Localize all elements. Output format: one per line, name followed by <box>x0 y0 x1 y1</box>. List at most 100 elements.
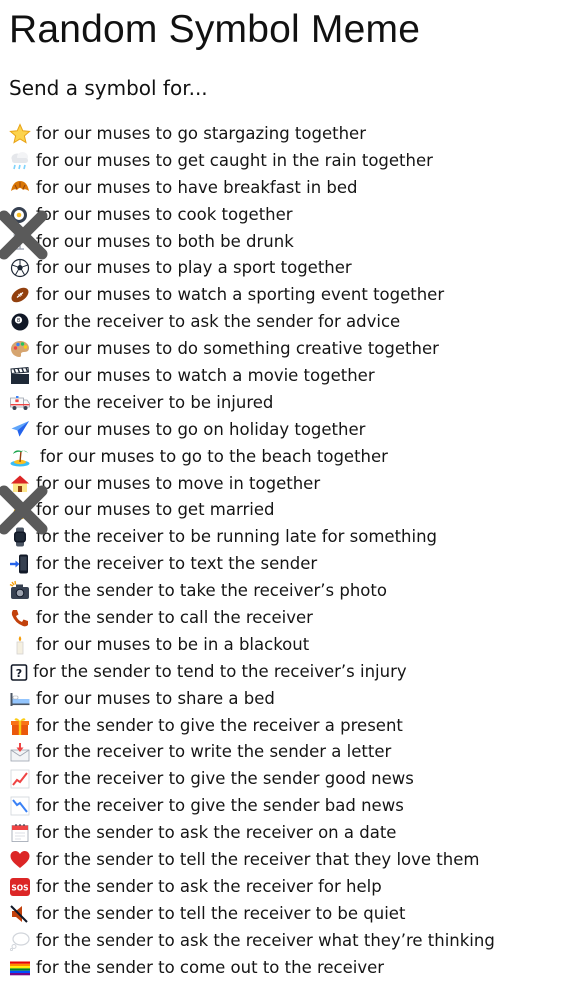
item-text: for the sender to tell the receiver that… <box>36 850 480 870</box>
list-item: for our muses to play a sport together <box>0 254 570 281</box>
croissant-icon <box>9 177 31 199</box>
calendar-icon <box>9 822 31 844</box>
item-text: for the receiver to text the sender <box>36 554 318 574</box>
telephone-icon <box>9 607 31 629</box>
eight-ball-icon: 8 <box>9 311 31 333</box>
list-item: for our muses to move in together <box>0 470 570 497</box>
question-box-icon: ? <box>9 661 31 683</box>
item-text: for our muses to both be drunk <box>36 231 294 251</box>
list-item: for our muses to do something creative t… <box>0 335 570 362</box>
watch-icon <box>9 526 31 548</box>
item-text: for the sender to ask the receiver on a … <box>36 823 397 843</box>
list-item: for the sender to call the receiver <box>0 604 570 631</box>
drink-icon <box>9 231 31 253</box>
item-text: for our muses to go to the beach togethe… <box>40 446 388 466</box>
item-text: for our muses to get caught in the rain … <box>36 150 433 170</box>
sos-icon-label: SOS <box>11 883 28 892</box>
list-item: for our muses to get caught in the rain … <box>0 147 570 174</box>
item-text: for our muses to go on holiday together <box>36 419 366 439</box>
item-text: for the sender to ask the receiver for h… <box>36 876 382 896</box>
item-text: for the receiver to be running late for … <box>36 527 438 547</box>
list-item: for our muses to cook together <box>0 201 570 228</box>
list-item: for our muses to watch a sporting event … <box>0 281 570 308</box>
thought-bubble-icon <box>9 930 31 952</box>
list-item: for the receiver to be running late for … <box>0 523 570 550</box>
phone-arrow-icon <box>9 553 31 575</box>
item-text: for the sender to give the receiver a pr… <box>36 715 403 735</box>
palette-icon <box>9 338 31 360</box>
gift-icon <box>9 715 31 737</box>
item-text: for our muses to watch a sporting event … <box>36 285 445 305</box>
envelope-arrow-icon <box>9 741 31 763</box>
football-icon <box>9 284 31 306</box>
item-text: for the sender to tend to the receiver’s… <box>33 661 407 681</box>
item-text: for the receiver to write the sender a l… <box>36 742 392 762</box>
list-item: for the sender to ask the receiver what … <box>0 927 570 954</box>
sos-icon: SOS <box>9 876 31 898</box>
bed-icon <box>9 688 31 710</box>
item-text: for the sender to call the receiver <box>36 608 313 628</box>
camera-flash-icon <box>9 580 31 602</box>
list-item: for the receiver to write the sender a l… <box>0 738 570 765</box>
svg-text:?: ? <box>16 667 22 680</box>
item-text: for our muses to share a bed <box>36 688 275 708</box>
heart-icon <box>9 849 31 871</box>
item-text: for our muses to play a sport together <box>36 258 352 278</box>
item-text: for our muses to get married <box>36 500 275 520</box>
list-item: for the sender to give the receiver a pr… <box>0 712 570 739</box>
item-text: for the sender to come out to the receiv… <box>36 957 385 977</box>
page-title: Random Symbol Meme <box>9 8 421 51</box>
list-item: for the sender to take the receiver’s ph… <box>0 577 570 604</box>
ring-icon <box>9 499 31 521</box>
list-item: for the receiver to give the sender bad … <box>0 792 570 819</box>
subtitle: Send a symbol for... <box>9 76 208 100</box>
candle-icon <box>9 634 31 656</box>
item-text: for our muses to do something creative t… <box>36 339 439 359</box>
rain-cloud-icon <box>9 150 31 172</box>
item-text: for the receiver to be injured <box>36 392 274 412</box>
cooking-pan-icon <box>9 204 31 226</box>
chart-up-icon <box>9 768 31 790</box>
list-item: for our muses to get married <box>0 496 570 523</box>
beach-island-icon <box>9 446 31 468</box>
ambulance-icon <box>9 392 31 414</box>
airplane-icon <box>9 419 31 441</box>
item-text: for our muses to go stargazing together <box>36 124 366 143</box>
list-item: for our muses to have breakfast in bed <box>0 174 570 201</box>
soccer-ball-icon <box>9 257 31 279</box>
list-item: for our muses to go stargazing together <box>0 120 570 147</box>
list-item: for our muses to go on holiday together <box>0 416 570 443</box>
item-text: for the sender to tell the receiver to b… <box>36 903 406 923</box>
list-item: for the sender to tell the receiver to b… <box>0 900 570 927</box>
list-item: for the receiver to be injured <box>0 389 570 416</box>
item-text: for our muses to have breakfast in bed <box>36 177 358 197</box>
list-item: for the sender to come out to the receiv… <box>0 954 570 981</box>
list-item: for our muses to share a bed <box>0 685 570 712</box>
list-item: SOS for the sender to ask the receiver f… <box>0 873 570 900</box>
svg-text:8: 8 <box>17 318 21 324</box>
item-text: for the receiver to ask the sender for a… <box>36 312 401 332</box>
mute-speaker-icon <box>9 903 31 925</box>
chart-down-icon <box>9 795 31 817</box>
house-icon <box>9 473 31 495</box>
list-item: for our muses to watch a movie together <box>0 362 570 389</box>
item-text: for the receiver to give the sender bad … <box>36 796 404 816</box>
item-text: for the sender to take the receiver’s ph… <box>36 581 387 601</box>
item-text: for our muses to cook together <box>36 204 293 224</box>
item-text: for the sender to ask the receiver what … <box>36 930 495 950</box>
list-item: for our muses to be in a blackout <box>0 631 570 658</box>
rainbow-flag-icon <box>9 957 31 979</box>
list-item: for our muses to go to the beach togethe… <box>0 443 570 470</box>
item-text: for our muses to move in together <box>36 473 321 493</box>
list-item: 8 for the receiver to ask the sender for… <box>0 308 570 335</box>
clapperboard-icon <box>9 365 31 387</box>
item-text: for our muses to be in a blackout <box>36 634 310 654</box>
list-item: for our muses to both be drunk <box>0 228 570 255</box>
list-item: ? for the sender to tend to the receiver… <box>0 658 570 685</box>
list-item: for the sender to ask the receiver on a … <box>0 819 570 846</box>
star-icon <box>9 123 31 145</box>
list-item: for the receiver to give the sender good… <box>0 765 570 792</box>
list-item: for the sender to tell the receiver that… <box>0 846 570 873</box>
list-item: for the receiver to text the sender <box>0 550 570 577</box>
item-text: for our muses to watch a movie together <box>36 366 375 386</box>
